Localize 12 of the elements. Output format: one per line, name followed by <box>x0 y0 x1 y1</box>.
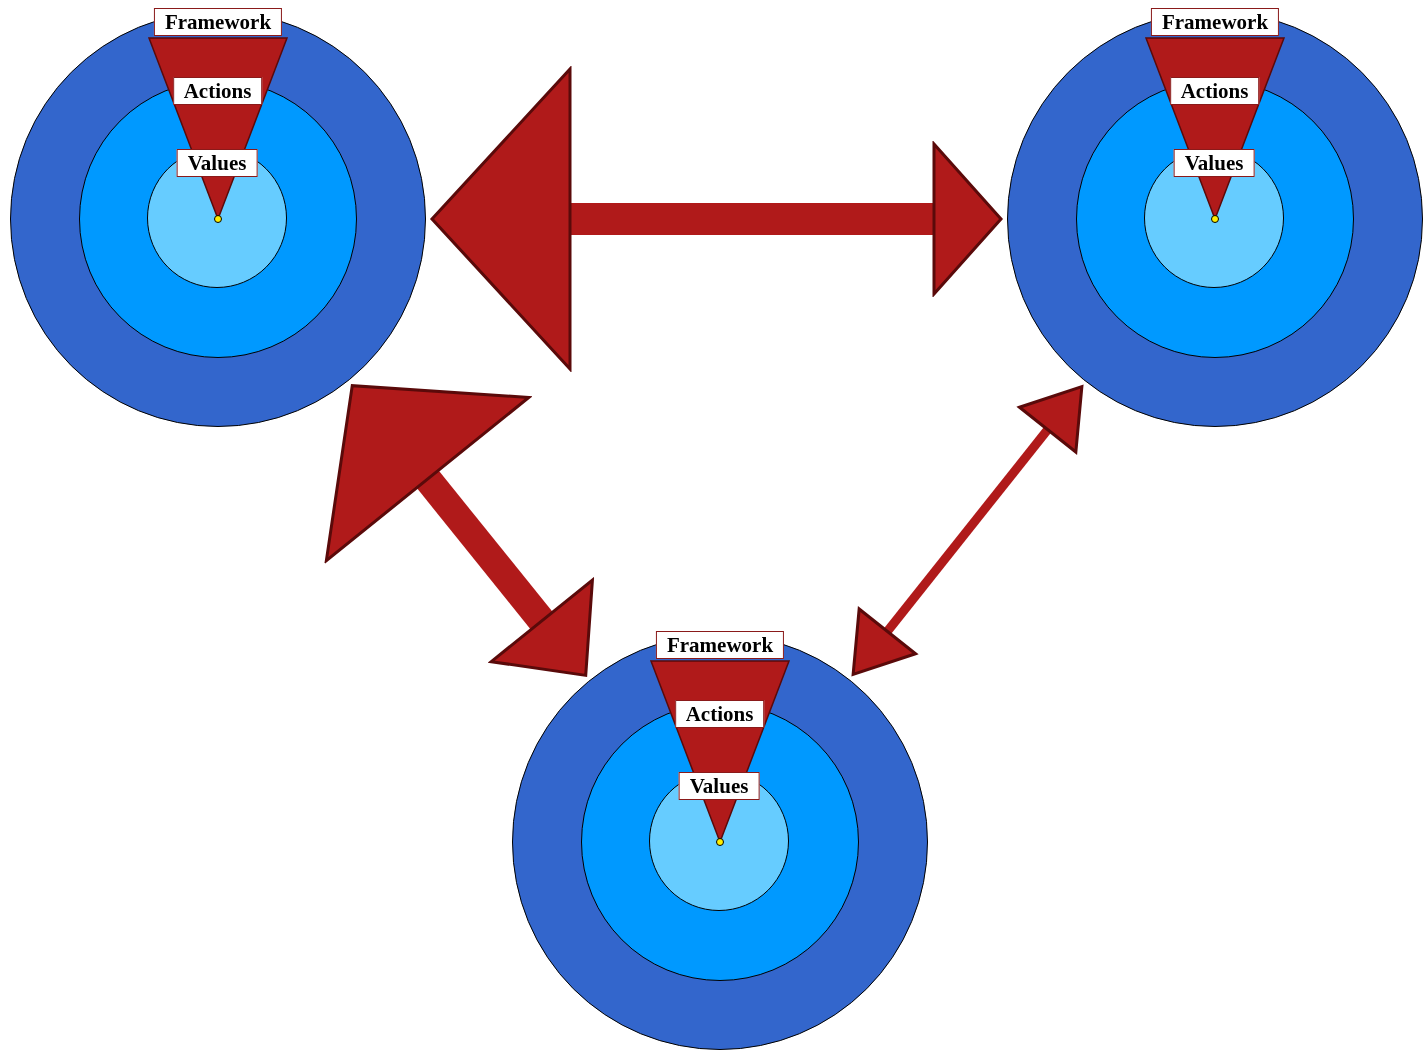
double-arrow <box>430 67 1003 371</box>
ring-label: Values <box>678 772 760 800</box>
ring-label: Framework <box>655 631 785 659</box>
ring-label: Actions <box>1169 76 1260 105</box>
double-arrow <box>851 385 1084 676</box>
ring-label: Framework <box>1150 8 1280 36</box>
ring-label: Actions <box>172 76 263 105</box>
ring-label: Actions <box>674 699 765 728</box>
ring-label: Values <box>1173 149 1255 177</box>
ring-label: Framework <box>153 8 283 36</box>
ring-label: Values <box>176 149 258 177</box>
double-arrow <box>324 384 594 677</box>
